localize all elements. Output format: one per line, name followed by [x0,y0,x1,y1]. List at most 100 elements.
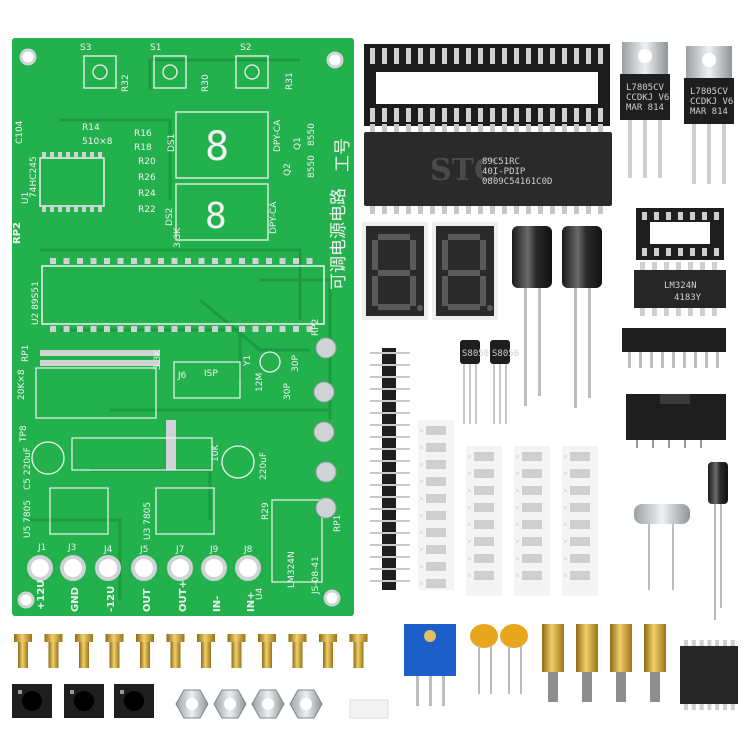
ic-socket-40pin [364,44,610,126]
resistor-network [622,328,726,368]
electrolytic-capacitor-1 [512,226,552,406]
mcu-logo: STC [430,153,498,188]
silk-u5: U5 7805 [23,500,33,538]
transistor-marking-1: S8050 [462,349,489,359]
mcu-chip: STC 89C51RC 40I-PDIP 0809C54161C0D [364,124,612,214]
silk-r26: R26 [138,173,156,183]
silk-10k: 10K [211,444,221,462]
voltage-regulator-2: L7805CV CCDKJ V6 MAR 814 [684,46,734,184]
voltage-regulator-1: L7805CV CCDKJ V6 MAR 814 [620,42,670,178]
silk-12v: +12U [36,580,47,610]
transistor-1: S8050 [460,340,489,424]
electrolytic-capacitor-2 [562,226,602,408]
reg2-marking-1: L7805CV [690,87,729,97]
silk-s1: S1 [150,43,161,53]
silk-neg12v: -12U [106,586,117,612]
tactile-buttons [12,684,154,718]
silk-hc245: 74HC245 [29,156,39,198]
svg-text:8: 8 [205,124,229,170]
silk-badge-cn: 工号 [333,138,353,172]
mcu-marking-3: 0809C54161C0D [482,177,552,187]
silk-r32: R32 [121,74,131,92]
transistor-2: S8050 [490,340,519,424]
silk-r31: R31 [285,72,295,90]
silk-u2: U2 89S51 [31,281,41,325]
silk-j1: J1 [37,543,46,553]
silk-8550b: 8550 [307,155,317,178]
crystal-oscillator [634,504,690,590]
silk-isp: ISP [204,369,218,379]
svg-text:8: 8 [205,196,227,237]
box-header-connector [626,394,726,448]
reg1-marking-1: L7805CV [626,83,665,93]
silk-tp8: TP8 [19,425,29,443]
silk-r14: R14 [82,123,100,133]
silk-dpy: DPY-CA [273,119,283,152]
silk-dpy2: DPY-CA [269,201,279,234]
hex-nuts [175,689,323,719]
silk-gnd: GND [70,587,81,612]
silk-in-plus: IN+ [246,592,257,612]
reg1-marking-2: CCDKJ V6 [626,93,669,103]
silk-rp1: RP1 [21,345,31,362]
silk-c104: C104 [15,120,25,144]
opamp-marking-2: 4183Y [674,293,702,303]
silk-j9: J9 [209,545,219,555]
silk-c5: C5 220uF [23,447,33,490]
silk-y1: Y1 [243,355,253,367]
trimmer-potentiometer [404,624,456,706]
silk-u4: U4 [255,587,265,600]
silk-3k-b: 3.3K [173,227,183,248]
reg2-marking-2: CCDKJ V6 [690,97,733,107]
seven-segment-display-2 [432,222,498,320]
silk-title-cn: 可调电源电路 [329,188,349,290]
smd-part [349,699,389,719]
silk-date: JS-08-41 [311,556,321,595]
silk-r30: R30 [201,74,211,92]
mcu-marking-2: 40I-PDIP [482,167,526,177]
brass-terminal-pins [14,634,368,668]
silk-c1: 220uF [259,452,269,480]
seven-segment-display-1 [362,222,428,320]
mcu-marking-1: 89C51RC [482,157,520,167]
ic-socket-14pin [636,208,724,260]
silk-rp1b: RP1 [333,515,343,532]
silk-j7: J7 [175,545,184,555]
silk-j5: J5 [139,545,148,555]
silk-r16: R16 [134,129,152,139]
silk-in-minus: IN- [212,596,223,612]
silk-u3: U3 7805 [143,502,153,540]
silk-3k: 3.3K [153,349,163,370]
silk-12m: 12M [255,373,265,392]
silk-j8: J8 [243,545,253,555]
silk-r510: 510×8 [82,137,113,147]
brass-standoffs [542,624,666,702]
ceramic-capacitors [470,624,528,694]
pin-header-strip [370,348,410,590]
silk-rp2b: RP2 [311,319,321,336]
opamp-marking-1: LM324N [664,281,697,291]
silk-out1: OUT [142,588,153,612]
reg2-marking-3: MAR 814 [690,107,728,117]
silk-ds2: DS2 [165,208,175,226]
silk-r18: R18 [134,143,152,153]
smd-tape-strips [418,420,598,596]
silk-30p-b: 30P [283,383,293,400]
soic-chip [680,640,738,710]
silk-r29: R29 [261,502,271,520]
silk-r20: R20 [138,157,156,167]
reg1-marking-3: MAR 814 [626,103,664,113]
silk-q1: Q1 [293,137,303,150]
silk-8550: 8550 [307,123,317,146]
silk-r22: R22 [138,205,156,215]
silk-s3: S3 [80,43,91,53]
silk-s2: S2 [240,43,251,53]
silk-r24: R24 [138,189,156,199]
silk-30p: 30P [291,355,301,372]
silk-20k: 20K×8 [17,369,27,400]
silk-q2: Q2 [283,163,293,176]
opamp-chip: LM324N 4183Y [634,262,726,316]
silk-j4: J4 [103,545,113,555]
